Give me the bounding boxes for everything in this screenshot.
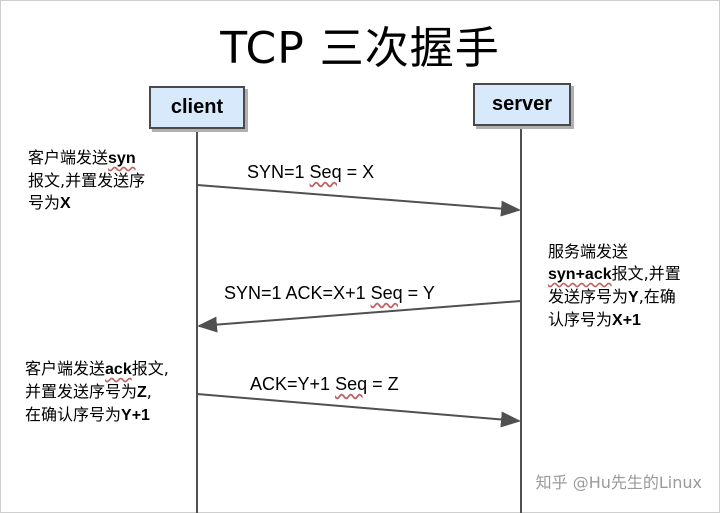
message-text: = X: [341, 162, 375, 182]
client-note-syn: 客户端发送syn 报文,并置发送序 号为X: [28, 147, 178, 215]
message-label-ack: ACK=Y+1 Seq = Z: [250, 374, 399, 395]
arrow-ack: [196, 393, 521, 428]
note-text: 在确认序号为: [25, 405, 122, 424]
note-text: ack: [105, 361, 132, 378]
note-text: 报文,并置: [611, 264, 681, 283]
client-label: client: [170, 96, 224, 118]
server-note-syn-ack: 服务端发送 syn+ack报文,并置 发送序号为Y,在确 认序号为X+1: [548, 241, 713, 332]
note-text: X: [60, 195, 71, 212]
message-text: Seq: [309, 162, 342, 182]
arrow-syn: [196, 184, 521, 217]
message-label-syn-ack: SYN=1 ACK=X+1 Seq = Y: [224, 283, 435, 304]
note-text: ,: [146, 382, 152, 401]
note-text: 报文,: [131, 359, 169, 378]
note-text: 客户端发送: [28, 148, 109, 167]
note-text: Y+1: [121, 407, 150, 424]
note-text: 发送序号为: [548, 287, 629, 306]
server-label: server: [491, 93, 553, 115]
server-actor-box: server: [473, 83, 571, 126]
note-text: Z: [137, 384, 147, 401]
note-text: X+1: [612, 312, 641, 329]
message-label-syn: SYN=1 Seq = X: [247, 162, 374, 183]
message-text: SYN=1: [247, 162, 310, 182]
message-text: Seq: [335, 374, 368, 394]
note-text: 认序号为: [548, 310, 613, 329]
watermark: 知乎 @Hu先生的Linux: [535, 473, 702, 492]
message-text: = Z: [367, 374, 399, 394]
message-text: ACK=Y+1: [250, 374, 336, 394]
note-text: 客户端发送: [25, 359, 106, 378]
note-text: syn: [108, 150, 136, 167]
client-actor-box: client: [149, 86, 245, 129]
note-text: ,在确: [638, 287, 676, 306]
note-text: 报文,并置发送序: [28, 171, 146, 190]
note-text: Y: [628, 289, 639, 306]
client-note-ack: 客户端发送ack报文, 并置发送序号为Z, 在确认序号为Y+1: [25, 358, 197, 427]
note-text: 服务端发送: [548, 242, 629, 261]
arrow-syn-ack: [197, 300, 522, 333]
diagram-title: TCP 三次握手: [220, 23, 500, 74]
message-text: SYN=1 ACK=X+1: [224, 283, 371, 303]
note-text: 并置发送序号为: [25, 382, 138, 401]
note-text: 号为: [28, 193, 61, 212]
message-text: = Y: [402, 283, 435, 303]
message-text: Seq: [370, 283, 403, 303]
note-text: syn+ack: [548, 266, 612, 283]
